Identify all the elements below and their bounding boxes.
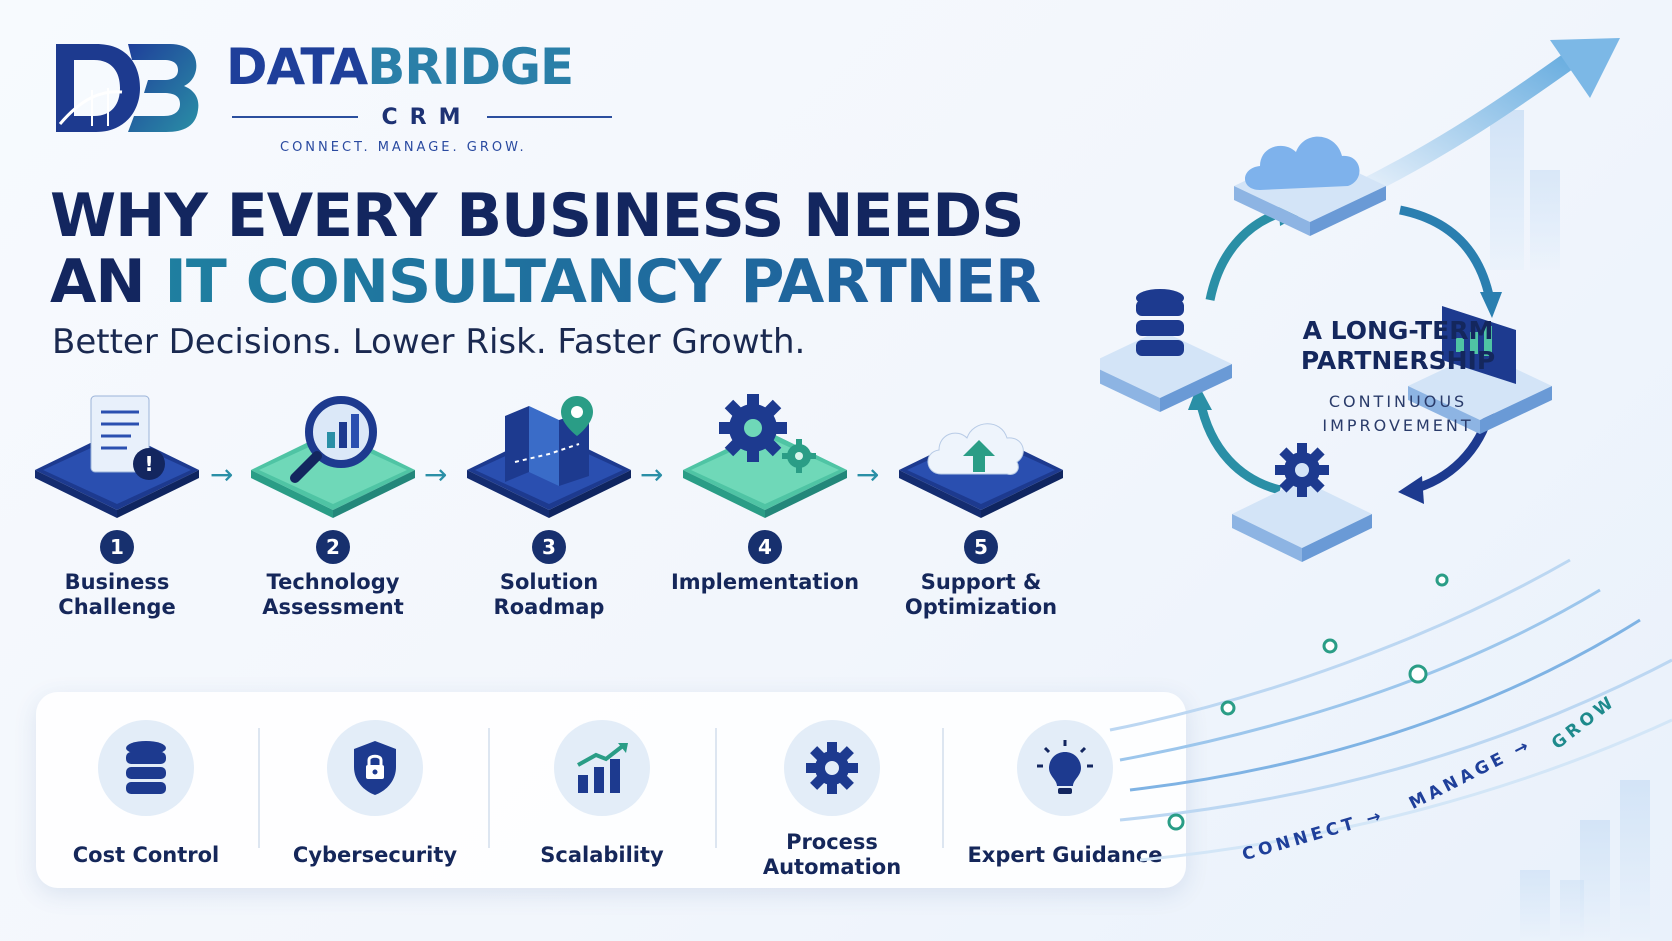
cycle-subtitle: CONTINUOUS IMPROVEMENT (1268, 390, 1528, 438)
subheadline: Better Decisions. Lower Risk. Faster Gro… (52, 322, 806, 362)
step-number: 4 (748, 530, 782, 564)
step-4: 4 Implementation (670, 390, 860, 595)
divider-line (232, 116, 358, 118)
brand-name-part1: DATA (226, 38, 368, 96)
cloud-upload-icon (899, 423, 1063, 518)
growth-arrow-head-icon (1550, 38, 1620, 98)
brand-name-part2: BRIDGE (367, 38, 574, 96)
gear-icon (806, 742, 858, 794)
database-platform (1100, 289, 1232, 412)
benefit-icon-circle (1017, 720, 1113, 816)
arrow-right-icon: → (210, 458, 234, 491)
gear-platform (1232, 443, 1372, 562)
arrow-right-icon: → (640, 458, 664, 491)
shield-lock-icon (354, 741, 396, 795)
benefit-label-line1: Cost Control (72, 842, 220, 867)
step-label-line1: Implementation (670, 570, 860, 594)
benefit-cost-control: Cost Control (36, 720, 256, 880)
monitor-platform (1408, 306, 1552, 434)
step-label-line2: Challenge (58, 595, 176, 619)
benefit-icon-circle (554, 720, 650, 816)
step-number: 3 (532, 530, 566, 564)
brand-tagline: CONNECT. MANAGE. GROW. (280, 140, 527, 155)
cycle-title-line2: PARTNERSHIP (1300, 346, 1496, 375)
step-label-line1: Solution (499, 570, 599, 594)
benefit-label: Cybersecurity (265, 830, 485, 880)
brand-crm-row: CRM (232, 102, 613, 132)
headline-prefix: AN (50, 247, 165, 317)
arrow-right-icon: → (424, 458, 448, 491)
flow-lines (1109, 558, 1672, 862)
cloud-platform (1234, 136, 1386, 236)
document-alert-icon: ! (35, 395, 199, 518)
step-label-line2: Optimization (904, 595, 1058, 619)
step-number: 2 (316, 530, 350, 564)
benefit-label-line1: Expert Guidance (967, 842, 1163, 867)
benefit-label: Scalability (492, 830, 712, 880)
step-label: Implementation (670, 570, 860, 595)
step-number: 5 (964, 530, 998, 564)
benefit-label-line1: Scalability (540, 842, 664, 867)
benefit-label: Cost Control (36, 830, 256, 880)
cycle-subtitle-line2: IMPROVEMENT (1322, 416, 1474, 435)
divider-line (486, 116, 613, 118)
benefit-scalability: Scalability (492, 720, 712, 880)
map-pin-icon (467, 396, 631, 518)
benefit-expert-guidance: Expert Guidance (955, 720, 1175, 880)
divider (715, 728, 717, 848)
database-icon (126, 741, 166, 794)
benefit-cybersecurity: Cybersecurity (265, 720, 485, 880)
headline-line2: AN IT CONSULTANCY PARTNER (50, 252, 1041, 312)
step-label: Support &Optimization (886, 570, 1076, 620)
divider (488, 728, 490, 848)
benefit-label-line1: Process (786, 830, 878, 854)
brand-crm: CRM (381, 104, 473, 130)
headline-line1: WHY EVERY BUSINESS NEEDS (50, 181, 1024, 251)
step-label-line2: Roadmap (493, 595, 605, 619)
partnership-cycle-illustration (1100, 38, 1672, 941)
cycle-subtitle-line1: CONTINUOUS (1328, 392, 1468, 411)
svg-text:!: ! (144, 452, 153, 476)
step-label-line1: Business (64, 570, 170, 594)
benefit-label-line1: Cybersecurity (292, 842, 458, 867)
flow-dots (1167, 573, 1449, 831)
benefit-icon-circle (98, 720, 194, 816)
step-number: 1 (100, 530, 134, 564)
benefit-icon-circle (327, 720, 423, 816)
benefit-label: Expert Guidance (955, 830, 1175, 880)
brand-name: DATABRIDGE (226, 42, 574, 92)
background-bars (1490, 110, 1650, 941)
magnifier-chart-icon (251, 396, 415, 518)
gears-icon (683, 394, 847, 518)
step-5: 5 Support &Optimization (886, 390, 1076, 620)
step-label-line1: Support & (920, 570, 1042, 594)
cycle-title-line1: A LONG-TERM (1302, 316, 1494, 345)
benefit-icon-circle (784, 720, 880, 816)
headline-highlight: IT CONSULTANCY PARTNER (164, 247, 1042, 317)
step-label-line1: Technology (266, 570, 400, 594)
logo-mark (56, 44, 199, 132)
divider (258, 728, 260, 848)
lightbulb-icon (1037, 740, 1093, 794)
arrow-right-icon: → (856, 458, 880, 491)
benefit-label-line2: Automation (762, 855, 902, 879)
growth-arrow-icon (1355, 52, 1576, 199)
divider (942, 728, 944, 848)
growth-chart-icon (577, 743, 628, 793)
step-label-line2: Assessment (262, 595, 404, 619)
